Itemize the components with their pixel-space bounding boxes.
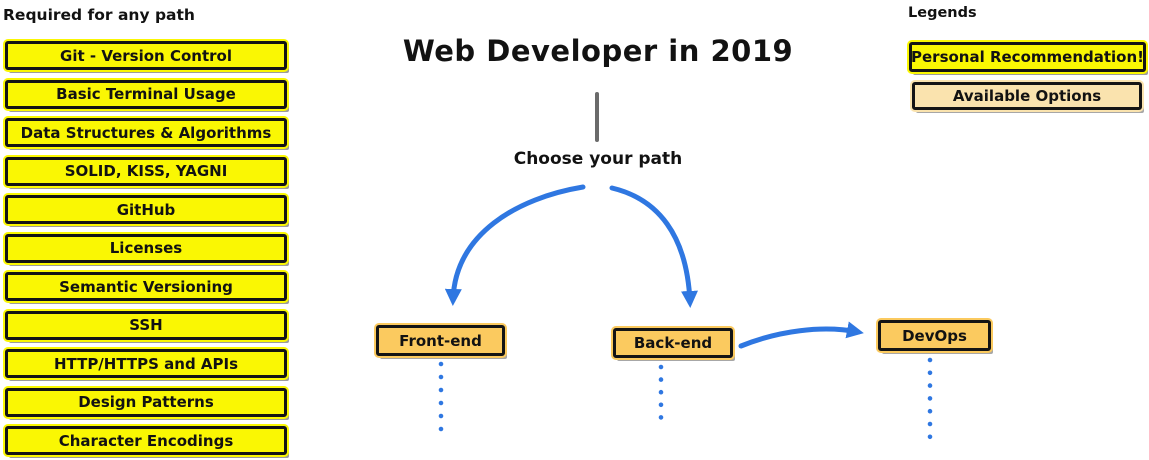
- required-item-character-encodings: Character Encodings: [5, 426, 287, 455]
- choose-path-label: Choose your path: [513, 149, 683, 169]
- required-section-heading: Required for any path: [3, 6, 195, 24]
- required-item-licenses: Licenses: [5, 233, 287, 263]
- required-item-github: GitHub: [5, 195, 287, 224]
- path-node-backend: Back-end: [613, 328, 733, 358]
- path-node-frontend: Front-end: [376, 325, 505, 356]
- required-item-http-apis: HTTP/HTTPS and APIs: [5, 349, 287, 378]
- legends-heading: Legends: [908, 5, 977, 21]
- title-divider-line: [595, 92, 599, 142]
- arrow-choose-to-backend: [609, 185, 698, 308]
- required-item-solid-kiss-yagni: SOLID, KISS, YAGNI: [5, 156, 287, 186]
- path-node-devops: DevOps: [878, 320, 991, 351]
- required-item-design-patterns: Design Patterns: [5, 387, 287, 417]
- page-title: Web Developer in 2019: [402, 34, 794, 68]
- required-item-git: Git - Version Control: [5, 41, 287, 70]
- required-item-data-structures: Data Structures & Algorithms: [5, 118, 287, 147]
- required-item-terminal: Basic Terminal Usage: [5, 79, 287, 109]
- required-item-ssh: SSH: [5, 310, 287, 340]
- required-item-semantic-versioning: Semantic Versioning: [5, 272, 287, 301]
- required-list: Git - Version Control Basic Terminal Usa…: [5, 41, 287, 455]
- arrow-choose-to-frontend: [444, 184, 586, 306]
- legend-personal-recommendation: Personal Recommendation!: [909, 42, 1146, 72]
- arrow-backend-to-devops: [738, 321, 864, 349]
- legend-available-options: Available Options: [912, 82, 1142, 110]
